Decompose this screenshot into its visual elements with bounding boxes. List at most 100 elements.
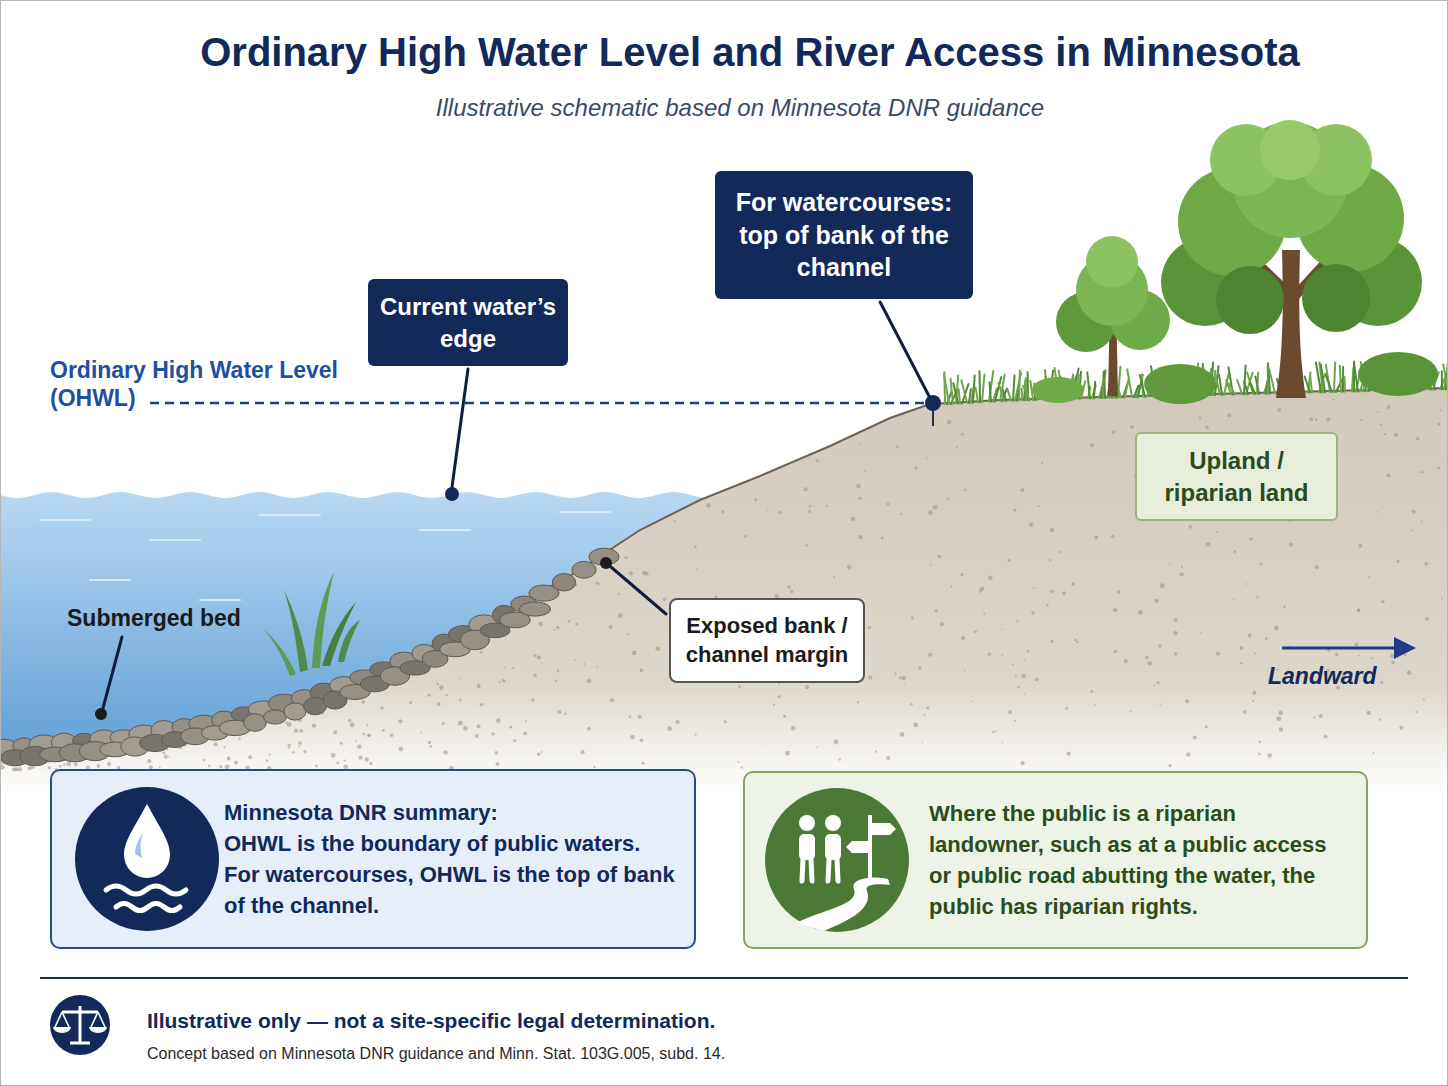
soil-speck — [480, 651, 483, 654]
soil-speck — [1145, 656, 1148, 659]
soil-speck — [367, 734, 370, 737]
soil-speck — [642, 571, 646, 575]
soil-speck — [886, 756, 890, 760]
soil-speck — [1001, 654, 1003, 656]
soil-speck — [164, 755, 168, 759]
soil-speck — [1354, 642, 1358, 646]
soil-speck — [203, 759, 206, 762]
soil-speck — [858, 497, 862, 501]
soil-speck — [1038, 505, 1040, 507]
soil-speck — [847, 565, 851, 569]
soil-speck — [238, 737, 241, 740]
soil-speck — [596, 666, 598, 668]
person-head — [799, 815, 815, 831]
person-body — [825, 834, 841, 860]
grass-blade — [959, 389, 960, 403]
soil-speck — [348, 719, 352, 723]
soil-speck — [1041, 462, 1043, 464]
soil-speck — [1153, 685, 1155, 687]
disclaimer-note: Illustrative only — not a site-specific … — [147, 1008, 1397, 1034]
tree-trunk — [1276, 250, 1306, 398]
soil-speck — [340, 742, 343, 745]
grass-blade — [1229, 383, 1235, 394]
soil-speck — [581, 750, 585, 754]
ohwl-point — [925, 395, 941, 411]
scales-icon — [50, 995, 110, 1055]
soil-speck — [1094, 535, 1098, 539]
soil-speck — [421, 732, 423, 734]
soil-speck — [1423, 698, 1425, 700]
person-legs — [802, 859, 812, 881]
soil-speck — [587, 679, 591, 683]
soil-speck — [1373, 752, 1375, 754]
soil-speck — [1216, 652, 1220, 656]
soil-speck — [1013, 509, 1016, 512]
soil-speck — [778, 511, 781, 514]
grass-blade — [973, 376, 975, 403]
water-highlight — [200, 599, 240, 601]
soil-speck — [803, 487, 807, 491]
panel-text: Minnesota DNR summary: — [224, 797, 678, 828]
soil-speck — [630, 735, 635, 740]
soil-speck — [558, 710, 562, 714]
soil-speck — [1419, 472, 1421, 474]
grass-blade — [976, 387, 978, 402]
soil-speck — [1170, 563, 1172, 565]
soil-speck — [1033, 587, 1035, 589]
grass-blade — [1305, 377, 1310, 393]
soil-speck — [531, 698, 534, 701]
soil-speck — [900, 513, 902, 515]
soil-speck — [1113, 650, 1117, 654]
grass-blade — [1023, 386, 1030, 401]
soil-speck — [1367, 711, 1371, 715]
soil-speck — [886, 502, 889, 505]
soil-speck — [833, 576, 835, 578]
soil-speck — [557, 669, 559, 671]
soil-speck — [1008, 559, 1011, 562]
box-text: For watercourses: top of bank of the cha… — [725, 186, 963, 284]
soil-speck — [696, 568, 698, 570]
grass-blade — [1244, 366, 1246, 395]
soil-speck — [1245, 583, 1247, 585]
leader-line — [611, 567, 666, 614]
grass-blade — [1250, 383, 1255, 394]
soil-speck — [430, 745, 432, 747]
soil-speck — [1174, 618, 1178, 622]
soil-speck — [937, 555, 941, 559]
soil-speck — [382, 729, 385, 732]
soil-speck — [574, 659, 576, 661]
soil-speck — [961, 433, 964, 436]
grass-blade — [1244, 382, 1248, 395]
soil-speck — [911, 616, 914, 619]
soil-speck — [875, 751, 877, 753]
soil-speck — [534, 654, 537, 657]
soil-speck — [1371, 657, 1373, 659]
soil-speck — [1074, 639, 1077, 642]
soil-speck — [1199, 631, 1201, 633]
soil-speck — [851, 517, 855, 521]
soil-speck — [1396, 560, 1399, 563]
soil-speck — [834, 740, 839, 745]
soil-speck — [1380, 681, 1383, 684]
soil-speck — [1399, 726, 1403, 730]
panel-text: OHWL is the boundary of public waters. F… — [224, 828, 678, 922]
soil-speck — [1357, 609, 1361, 613]
soil-speck — [555, 680, 557, 682]
grass-blade — [1013, 376, 1015, 401]
soil-speck — [1185, 699, 1189, 703]
soil-speck — [63, 764, 66, 767]
soil-speck — [974, 630, 977, 633]
soil-speck — [961, 636, 965, 640]
soil-speck — [1157, 681, 1160, 684]
soil-speck — [554, 629, 556, 631]
soil-speck — [868, 675, 872, 679]
soil-speck — [504, 666, 506, 668]
soil-speck — [790, 590, 793, 593]
soil-speck — [459, 699, 462, 702]
grass-blade — [1125, 380, 1128, 398]
soil-speck — [509, 725, 512, 728]
soil-speck — [357, 744, 361, 748]
soil-speck — [816, 746, 818, 748]
soil-speck — [1094, 704, 1096, 706]
soil-speck — [618, 593, 620, 595]
